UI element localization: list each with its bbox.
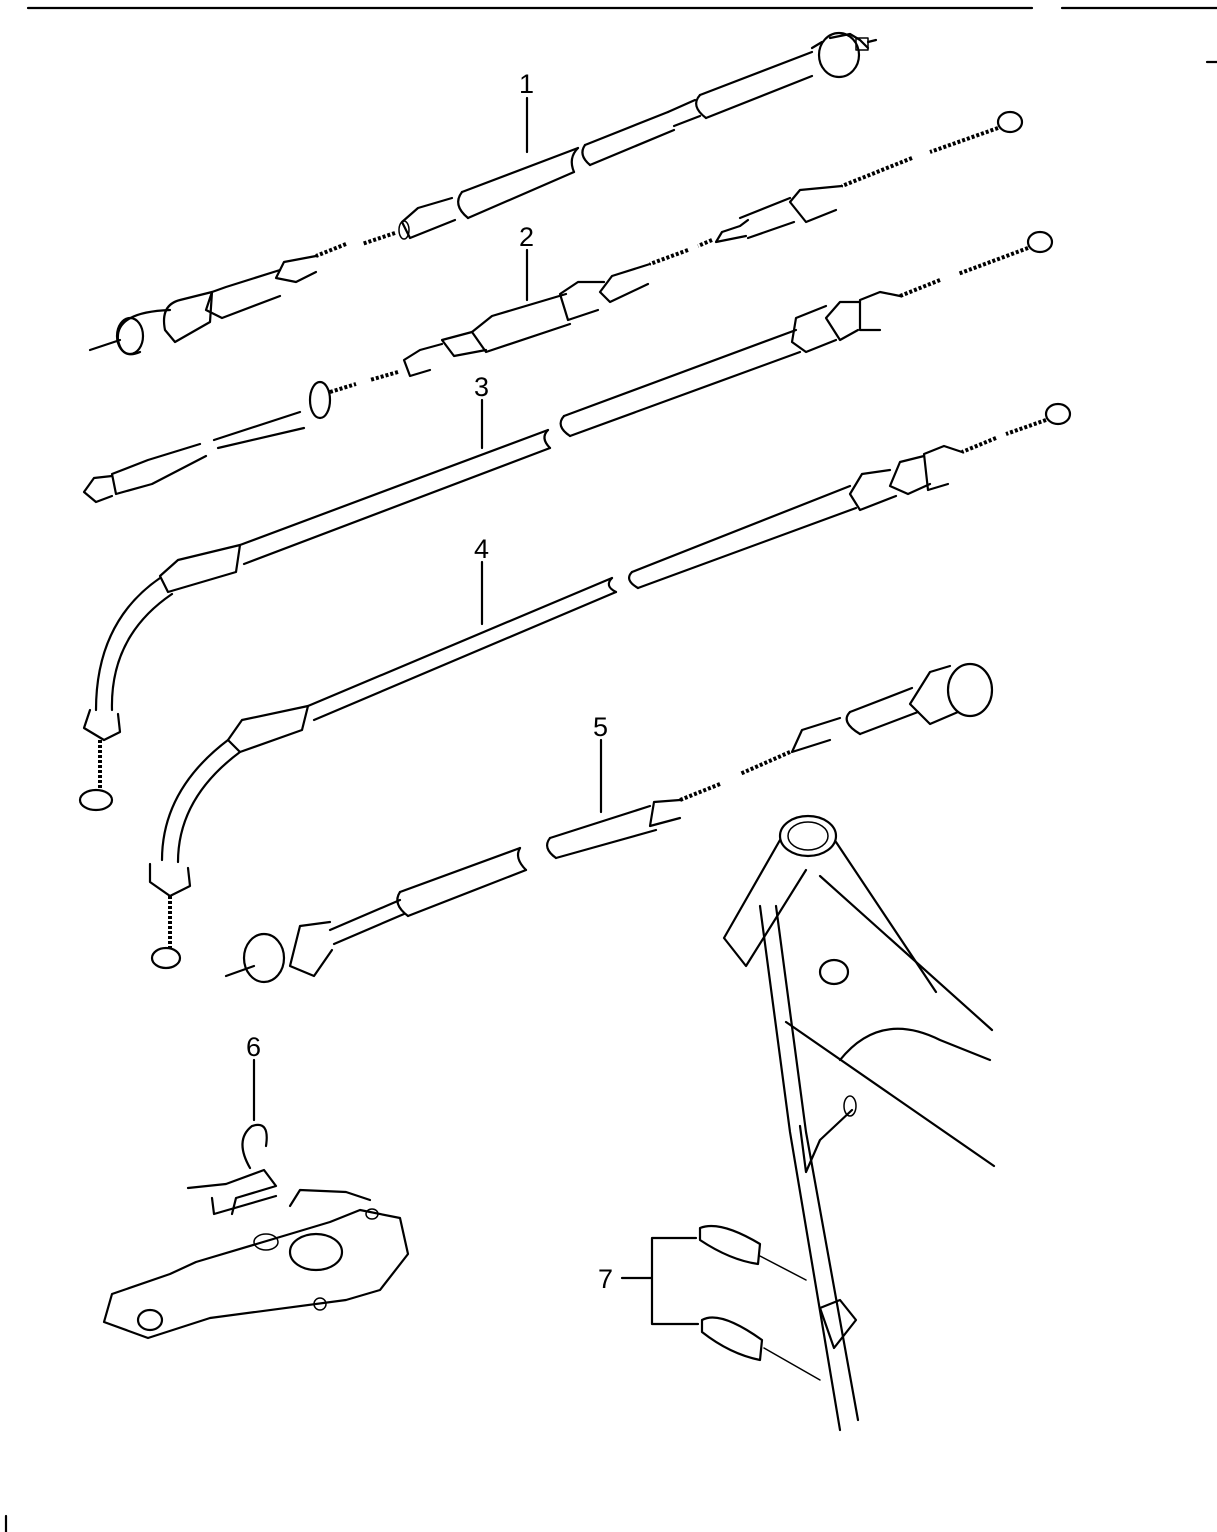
part-4-cable xyxy=(148,402,1072,970)
page-border xyxy=(4,6,1217,1532)
callout-4: 4 xyxy=(474,534,489,564)
callout-1: 1 xyxy=(519,69,534,99)
frame-assembly xyxy=(698,814,996,1432)
callout-2: 2 xyxy=(519,222,534,252)
part-6-bracket xyxy=(102,1123,410,1340)
leader-lines xyxy=(252,96,700,1326)
part-5-cable xyxy=(224,662,994,984)
part-2-cable xyxy=(369,110,1024,382)
callout-7: 7 xyxy=(598,1264,613,1294)
part-3-cable xyxy=(78,230,1054,812)
callout-5: 5 xyxy=(593,712,608,742)
callout-6: 6 xyxy=(246,1032,261,1062)
callout-3: 3 xyxy=(474,372,489,402)
callouts: 1 2 3 4 5 6 7 xyxy=(246,69,613,1294)
part-1-cable xyxy=(88,31,878,356)
